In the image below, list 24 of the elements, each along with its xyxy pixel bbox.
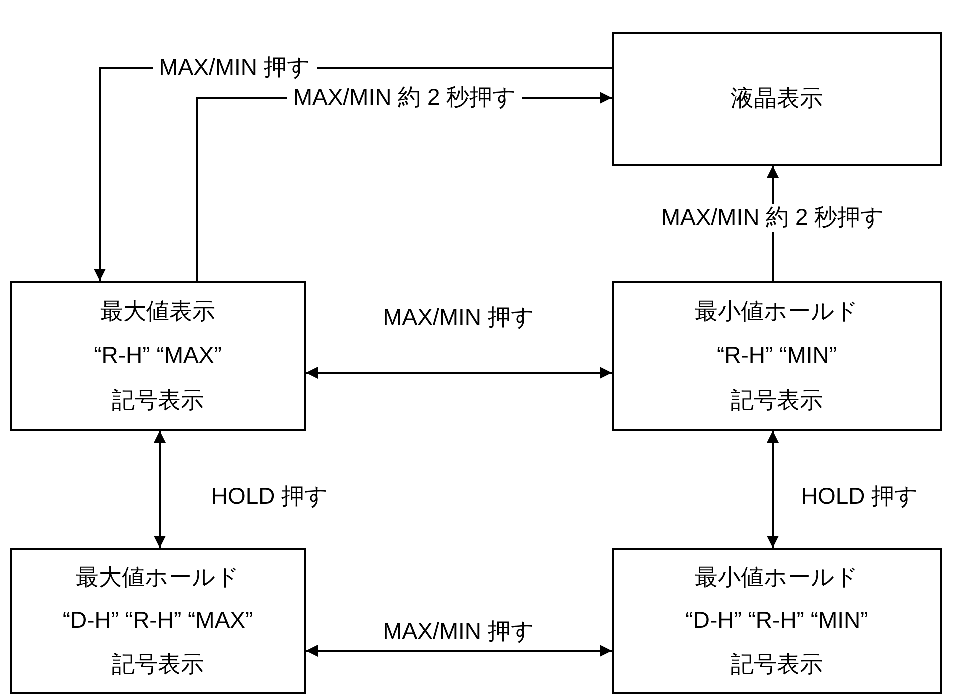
state-text: 最大値表示 bbox=[100, 298, 216, 326]
state-box bbox=[612, 548, 942, 694]
state-box bbox=[10, 281, 306, 431]
arrow bbox=[767, 431, 779, 548]
state-text: 最大値ホールド bbox=[76, 564, 240, 592]
arrow bbox=[306, 645, 612, 657]
state-text: 最小値ホールド bbox=[695, 298, 859, 326]
edge-label: MAX/MIN 押す bbox=[153, 54, 317, 82]
state-box bbox=[10, 548, 306, 694]
arrow bbox=[306, 367, 612, 379]
state-text: “D-H” “R-H” “MIN” bbox=[686, 607, 868, 635]
state-text: 記号表示 bbox=[731, 386, 823, 414]
state-box bbox=[612, 281, 942, 431]
state-text: 記号表示 bbox=[112, 650, 204, 678]
state-text: 記号表示 bbox=[731, 650, 823, 678]
edge-label: MAX/MIN 約 2 秒押す bbox=[287, 84, 523, 112]
state-text: “D-H” “R-H” “MAX” bbox=[62, 607, 254, 635]
state-text: 最小値ホールド bbox=[695, 564, 859, 592]
arrow bbox=[154, 431, 166, 548]
state-box bbox=[612, 32, 942, 166]
state-text: 記号表示 bbox=[112, 386, 204, 414]
state-text: 液晶表示 bbox=[731, 85, 823, 113]
state-text: “R-H” “MAX” bbox=[94, 342, 222, 370]
state-text: “R-H” “MIN” bbox=[716, 342, 838, 370]
